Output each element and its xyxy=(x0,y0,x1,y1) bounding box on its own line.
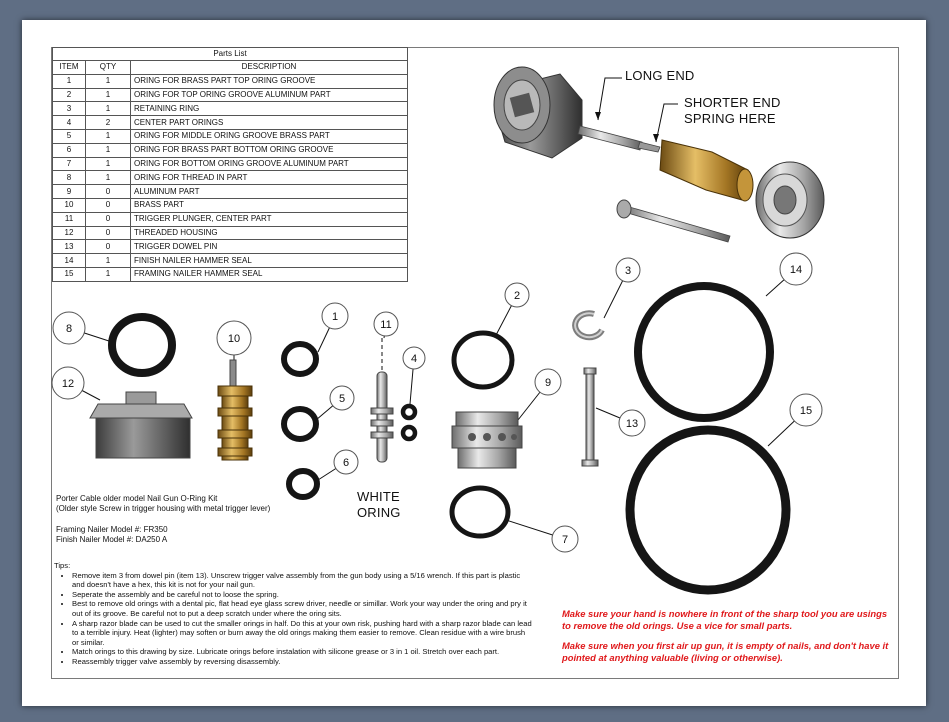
tips-list: Remove item 3 from dowel pin (item 13). … xyxy=(54,571,534,667)
balloon-label-8: 8 xyxy=(66,323,72,335)
oring-15-icon xyxy=(625,425,791,595)
tips-section: Tips: Remove item 3 from dowel pin (item… xyxy=(54,561,534,667)
balloon-8 xyxy=(52,311,86,345)
balloon-12 xyxy=(51,366,85,400)
balloon-label-13: 13 xyxy=(626,418,638,430)
tips-heading: Tips: xyxy=(54,561,71,570)
callout-long-end: LONG END xyxy=(625,68,695,83)
warning-hand: Make sure your hand is nowhere in front … xyxy=(562,608,888,631)
oring-6-icon xyxy=(286,468,320,500)
kit-title: Porter Cable older model Nail Gun O-Ring… xyxy=(56,494,218,503)
tip-item: Best to remove old orings with a dental … xyxy=(72,599,534,618)
balloon-2 xyxy=(504,282,530,308)
tip-item: Remove item 3 from dowel pin (item 13). … xyxy=(72,571,534,590)
assembly-brass-part-icon xyxy=(659,139,754,202)
balloon-13 xyxy=(618,409,646,437)
callout-white: WHITE xyxy=(357,489,400,504)
callout-shorter-end: SHORTER END xyxy=(684,95,781,110)
framing-model: Framing Nailer Model #: FR350 xyxy=(56,525,168,534)
oring-5-icon xyxy=(281,406,319,442)
balloon-label-5: 5 xyxy=(339,393,345,405)
balloon-label-14: 14 xyxy=(790,264,802,276)
parts-list-title: Parts List xyxy=(52,47,408,60)
trigger-plunger-icon xyxy=(370,338,394,463)
oring-4-icon xyxy=(400,403,418,442)
assembly-dowel-pin-icon xyxy=(616,199,731,243)
balloon-7 xyxy=(551,525,579,553)
balloon-4 xyxy=(402,346,426,370)
oring-7-icon xyxy=(449,485,511,539)
threaded-housing-icon xyxy=(89,391,193,459)
finish-model: Finish Nailer Model #: DA250 A xyxy=(56,535,168,544)
oring-14-icon xyxy=(634,282,774,422)
tip-item: Match orings to this drawing by size. Lu… xyxy=(72,647,534,657)
description-cell: FRAMING NAILER HAMMER SEAL xyxy=(130,266,408,282)
oring-1-icon xyxy=(281,341,319,377)
balloon-label-9: 9 xyxy=(545,377,551,389)
warnings: Make sure your hand is nowhere in front … xyxy=(562,608,892,672)
retaining-ring-icon xyxy=(572,310,605,341)
oring-2-icon xyxy=(451,330,515,390)
callout-oring: ORING xyxy=(357,505,401,520)
tip-item: A sharp razor blade can be used to cut t… xyxy=(72,619,534,648)
kit-subtitle: (Older style Screw in trigger housing wi… xyxy=(56,504,271,513)
balloon-15 xyxy=(789,393,823,427)
balloon-label-6: 6 xyxy=(343,457,349,469)
tip-item: Reassembly trigger valve assembly by rev… xyxy=(72,657,534,667)
balloon-label-3: 3 xyxy=(625,265,631,277)
assembly-housing-icon xyxy=(493,66,583,159)
oring-8-icon xyxy=(108,313,176,377)
balloon-3 xyxy=(615,257,641,283)
qty-cell: 1 xyxy=(85,266,131,282)
warning-air: Make sure when you first air up gun, it … xyxy=(562,640,889,663)
balloon-label-1: 1 xyxy=(332,311,338,323)
callout-spring-here: SPRING HERE xyxy=(684,111,776,126)
balloon-label-10: 10 xyxy=(228,333,240,345)
balloon-1 xyxy=(321,302,349,330)
balloon-9 xyxy=(534,368,562,396)
balloon-label-15: 15 xyxy=(800,405,812,417)
tip-item: Seperate the assembly and be careful not… xyxy=(72,590,534,600)
aluminum-part-icon xyxy=(451,411,523,469)
assembly-aluminum-part-icon xyxy=(755,161,825,239)
balloon-label-12: 12 xyxy=(62,378,74,390)
balloon-label-2: 2 xyxy=(514,290,520,302)
balloon-10 xyxy=(216,320,252,356)
balloon-14 xyxy=(779,252,813,286)
balloon-label-4: 4 xyxy=(411,353,417,365)
brass-part-icon xyxy=(217,359,253,461)
assembly-plunger-icon xyxy=(577,125,661,153)
balloon-6 xyxy=(333,449,359,475)
balloon-label-7: 7 xyxy=(562,534,568,546)
balloon-5 xyxy=(329,385,355,411)
drawing-border xyxy=(51,47,899,679)
dowel-pin-icon xyxy=(581,367,599,467)
balloon-label-11: 11 xyxy=(380,319,391,331)
balloon-11 xyxy=(373,311,399,337)
